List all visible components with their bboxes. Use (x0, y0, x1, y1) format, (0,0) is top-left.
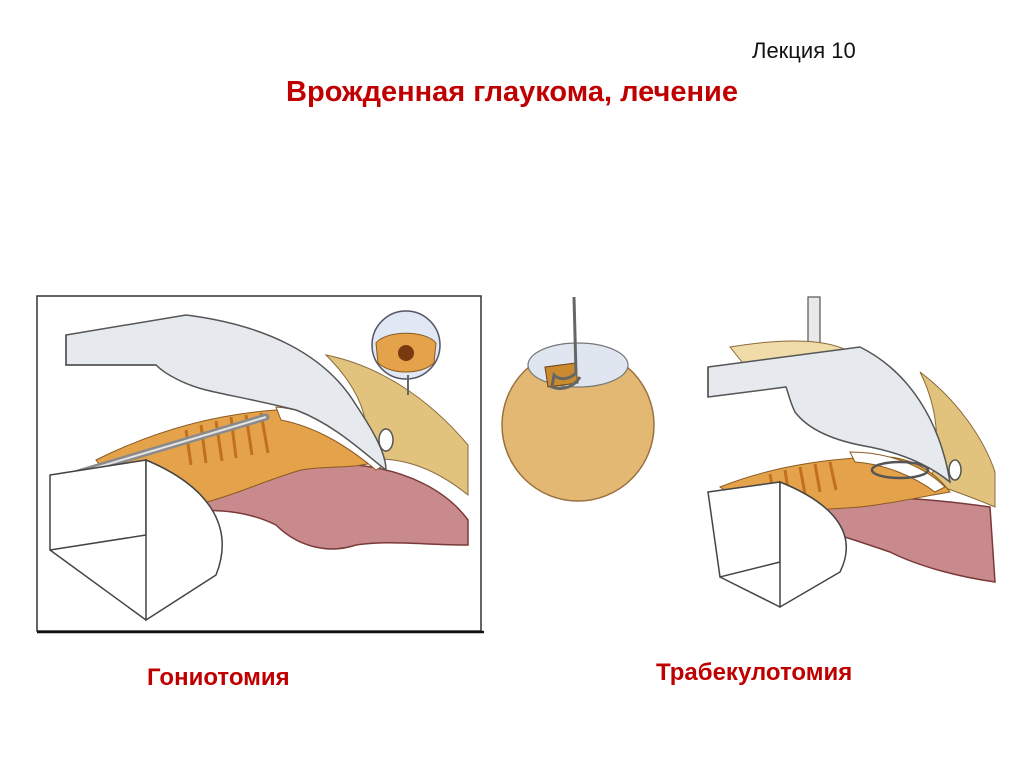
caption-goniotomy: Гониотомия (147, 664, 290, 691)
slide-title: Врожденная глаукома, лечение (286, 76, 738, 108)
goniolens-inset-icon (371, 310, 441, 395)
trabeculotome-probe (550, 296, 582, 391)
cornea (707, 346, 952, 484)
goniotomy-illustration (36, 295, 484, 634)
caption-trabeculotomy: Трабекулотомия (656, 659, 853, 686)
lecture-number: Лекция 10 (752, 38, 856, 63)
trabeculotomy-illustration (707, 296, 996, 609)
lens (49, 459, 147, 551)
lens (707, 481, 781, 578)
trabeculotome (807, 296, 821, 346)
eyeball-illustration (501, 296, 655, 502)
cornea (65, 314, 387, 472)
